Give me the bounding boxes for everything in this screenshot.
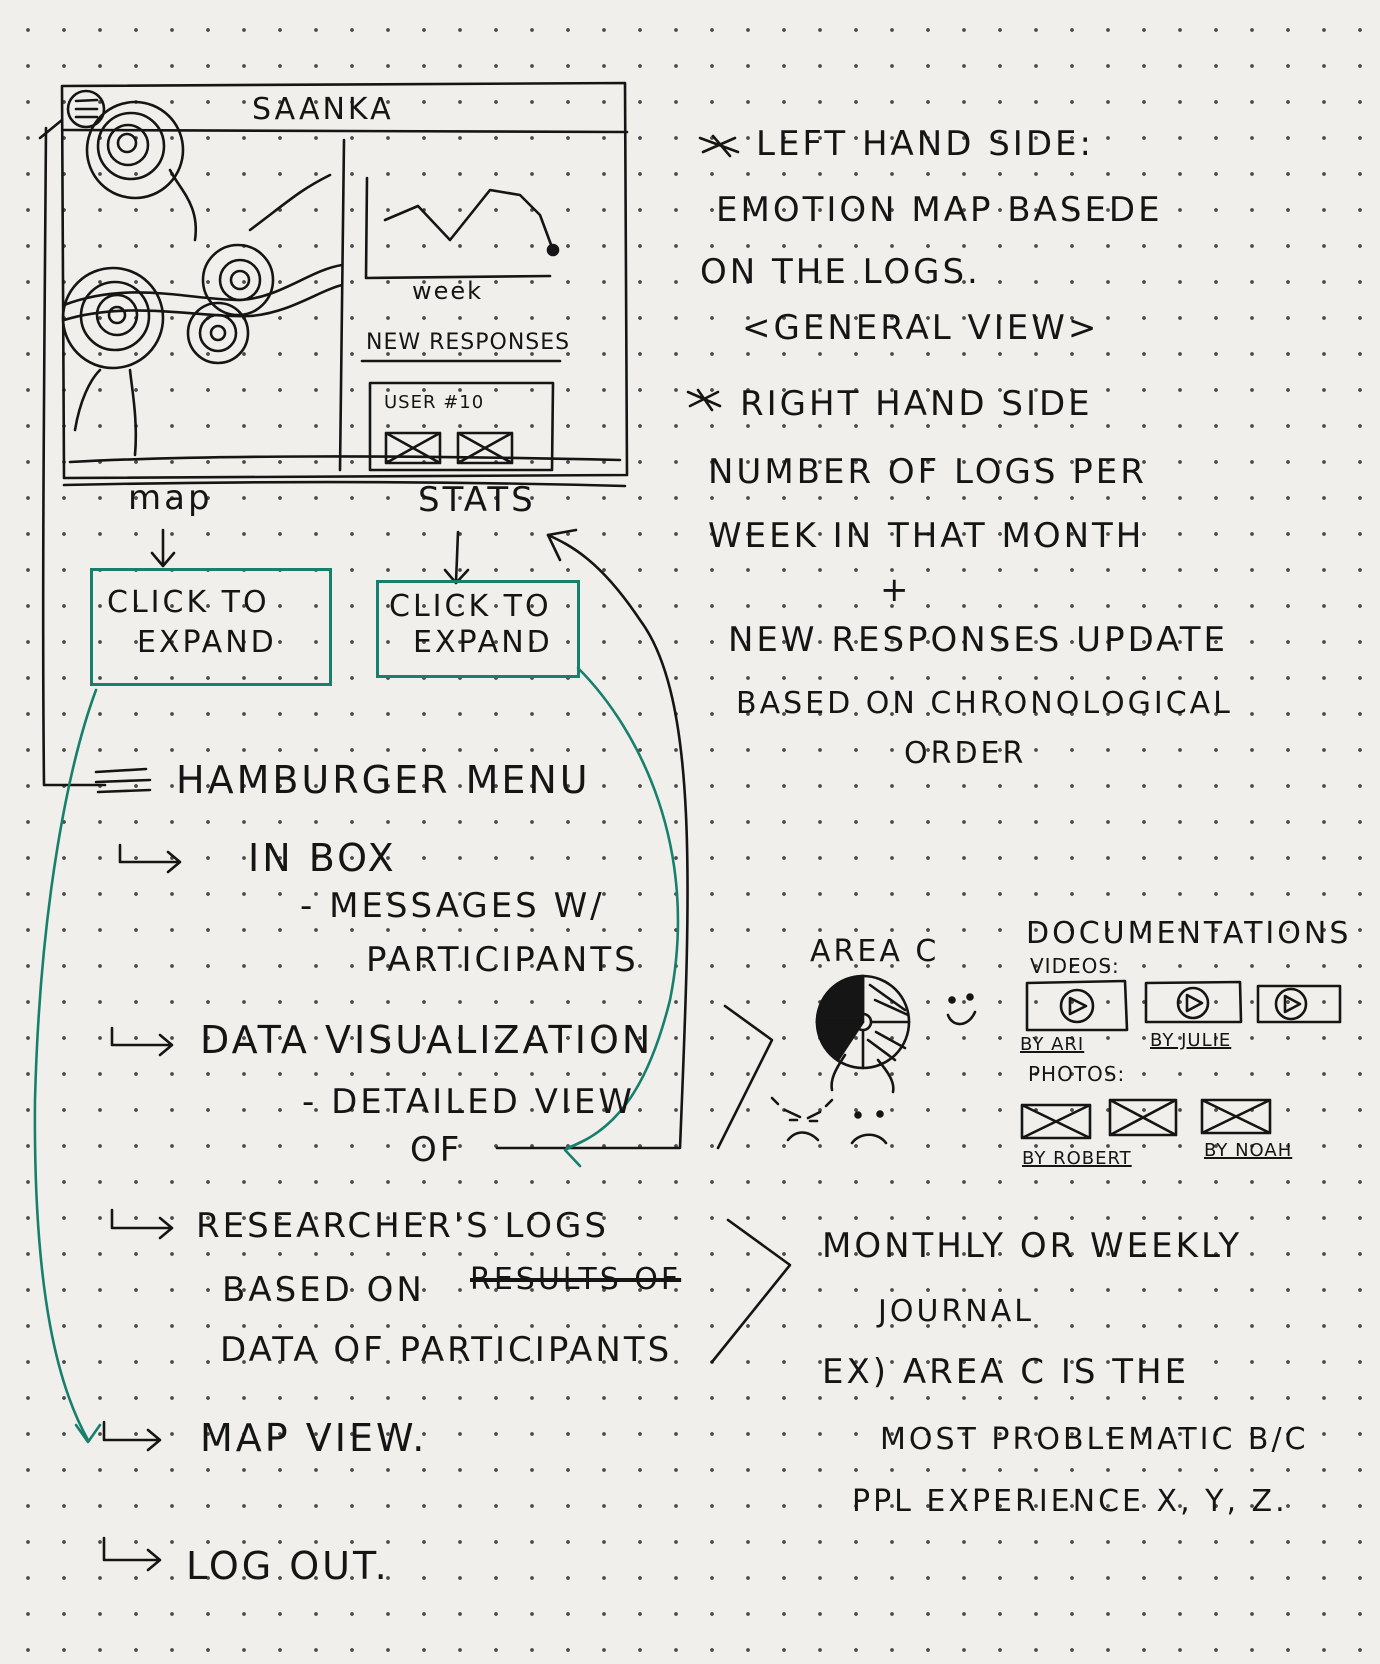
menu-inbox-sub1: - MESSAGES W/	[300, 886, 605, 926]
new-responses-label: NEW RESPONSES	[366, 330, 571, 355]
down-arrow-stats	[443, 530, 470, 585]
week-line-chart	[364, 176, 552, 280]
star-bullet-icon	[686, 134, 740, 412]
video-by-julie[interactable]: BY JULIE	[1150, 1030, 1232, 1051]
emotion-map-rings	[61, 100, 344, 457]
menu-arrows	[102, 843, 182, 1572]
return-arrow	[495, 528, 689, 1150]
note-left-hand-side: LEFT HAND SIDE:	[756, 124, 1094, 164]
menu-logs-sub1: BASED ON	[222, 1270, 425, 1310]
menu-hamburger-icon	[94, 767, 152, 794]
user-label: USER #10	[384, 392, 485, 413]
photo-by-robert[interactable]: BY ROBERT	[1022, 1148, 1132, 1169]
smiley-icon	[946, 993, 977, 1026]
chart-xlabel: week	[412, 277, 484, 305]
menu-title: HAMBURGER MENU	[176, 758, 591, 802]
angry-face-icon	[770, 1096, 834, 1142]
doc-title: DOCUMENTATIONS	[1026, 916, 1352, 951]
bracket-logs	[710, 1218, 792, 1364]
expand-map-line2: EXPAND	[137, 625, 277, 660]
expand-map-button[interactable]: CLICK TO EXPAND	[90, 568, 332, 686]
journal-ex3: PPL EXPERIENCE X, Y, Z.	[852, 1484, 1288, 1519]
area-title: AREA C	[810, 934, 940, 969]
expand-stats-button[interactable]: CLICK TO EXPAND	[376, 580, 580, 678]
note-general-view: <GENERAL VIEW>	[742, 308, 1100, 348]
note-right-hand-side: RIGHT HAND SIDE	[740, 384, 1093, 424]
journal-ex2: MOST PROBLEMATIC B/C	[880, 1422, 1309, 1457]
photo-placeholder-icon	[1020, 1098, 1272, 1140]
menu-logs-sub2: DATA OF PARTICIPANTS	[220, 1330, 673, 1370]
menu-dataviz-sub1: - DETAILED VIEW	[302, 1082, 635, 1122]
menu-dataviz-sub2: OF	[410, 1130, 463, 1170]
note-responses-line3: ORDER	[904, 736, 1027, 771]
journal-line1: MONTHLY OR WEEKLY	[822, 1226, 1243, 1266]
journal-line2: JOURNAL	[878, 1294, 1034, 1329]
chart-end-point	[546, 243, 560, 257]
expand-stats-line2: EXPAND	[413, 625, 553, 660]
chart-series-line	[383, 188, 555, 252]
green-arrow-head-2	[563, 1138, 587, 1168]
stats-caption: STATS	[418, 480, 536, 520]
note-number-line1: NUMBER OF LOGS PER	[708, 452, 1147, 492]
menu-item-logs[interactable]: RESEARCHER'S LOGS	[196, 1206, 609, 1246]
menu-item-inbox[interactable]: IN BOX	[248, 836, 397, 880]
hamburger-icon[interactable]	[66, 89, 106, 129]
green-arrow-map-to-mapview	[33, 688, 98, 1442]
expand-stats-line1: CLICK TO	[389, 589, 552, 624]
wireframe-back-panel	[41, 126, 107, 787]
note-number-line2: WEEK IN THAT MONTH	[708, 516, 1145, 556]
green-arrow-stats-to-dataviz	[565, 666, 680, 1150]
menu-item-map-view[interactable]: MAP VIEW.	[200, 1416, 428, 1460]
photos-label: PHOTOS:	[1028, 1062, 1126, 1086]
video-by-ari[interactable]: BY ARI	[1020, 1034, 1085, 1055]
video-play-icon	[1025, 979, 1342, 1032]
pie-dark-fill-2	[815, 1020, 865, 1062]
expand-map-line1: CLICK TO	[107, 585, 270, 620]
note-plus: +	[880, 570, 912, 610]
photo-by-noah[interactable]: BY NOAH	[1204, 1140, 1293, 1161]
bracket-dataviz	[716, 1004, 774, 1150]
app-title: SAANKA	[252, 92, 394, 127]
videos-label: VIDEOS:	[1030, 954, 1120, 978]
menu-item-dataviz[interactable]: DATA VISUALIZATION	[200, 1018, 654, 1062]
menu-item-log-out[interactable]: LOG OUT.	[186, 1544, 390, 1588]
note-responses-line2: BASED ON CHRONOLOGICAL	[736, 686, 1233, 721]
note-responses-line1: NEW RESPONSES UPDATE	[728, 620, 1229, 660]
note-emotion-line2: ON THE LOGS.	[700, 252, 981, 292]
down-arrow-map	[150, 528, 176, 568]
green-arrow-head-1	[74, 1423, 102, 1444]
wireframe-window	[38, 81, 629, 488]
map-caption: map	[128, 478, 213, 518]
menu-logs-struck: RESULTS OF	[470, 1262, 682, 1297]
sad-face-icon	[850, 1110, 888, 1145]
journal-ex1: EX) AREA C IS THE	[822, 1352, 1190, 1392]
menu-inbox-sub2: PARTICIPANTS	[366, 940, 639, 980]
user-card	[360, 359, 562, 472]
note-emotion-line1: EMOTION MAP BASEDE	[716, 190, 1163, 230]
